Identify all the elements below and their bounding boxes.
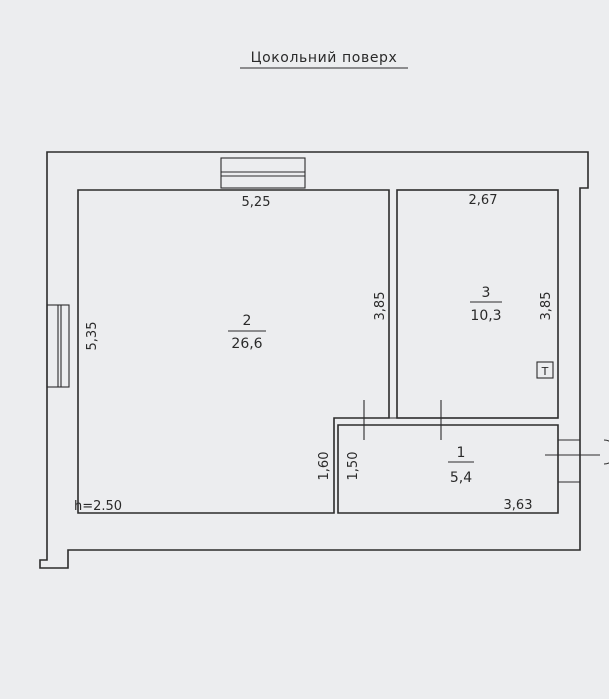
dim-room1-width: 3,63 — [504, 498, 533, 513]
dim-room3-height: 3,85 — [539, 292, 554, 321]
dim-room2-height: 5,35 — [85, 322, 100, 351]
room-2-number: 2 — [243, 313, 252, 329]
room-1-number: 1 — [457, 445, 466, 461]
dim-room3-width: 2,67 — [469, 193, 498, 208]
room-3-outline — [396, 189, 559, 419]
room-2-area: 26,6 — [231, 336, 262, 352]
entrance-door — [545, 439, 609, 483]
room-2-outline — [77, 189, 390, 514]
left-window — [46, 304, 70, 388]
room-1-area: 5,4 — [450, 470, 472, 486]
top-window — [220, 157, 306, 189]
height-label: h=2.50 — [74, 499, 122, 514]
dim-room2-width: 5,25 — [242, 195, 271, 210]
dim-room2-step: 1,60 — [317, 452, 332, 481]
room-1-outline — [337, 424, 559, 514]
outlet-symbol: T — [536, 361, 554, 379]
room-3-area: 10,3 — [470, 308, 501, 324]
dim-room2-inner-height: 3,85 — [373, 292, 388, 321]
dim-room1-height: 1,50 — [346, 452, 361, 481]
outer-wall — [39, 151, 589, 569]
plan-title: Цокольний поверх — [251, 50, 398, 66]
svg-text:T: T — [541, 365, 549, 378]
room-3-number: 3 — [482, 285, 491, 301]
